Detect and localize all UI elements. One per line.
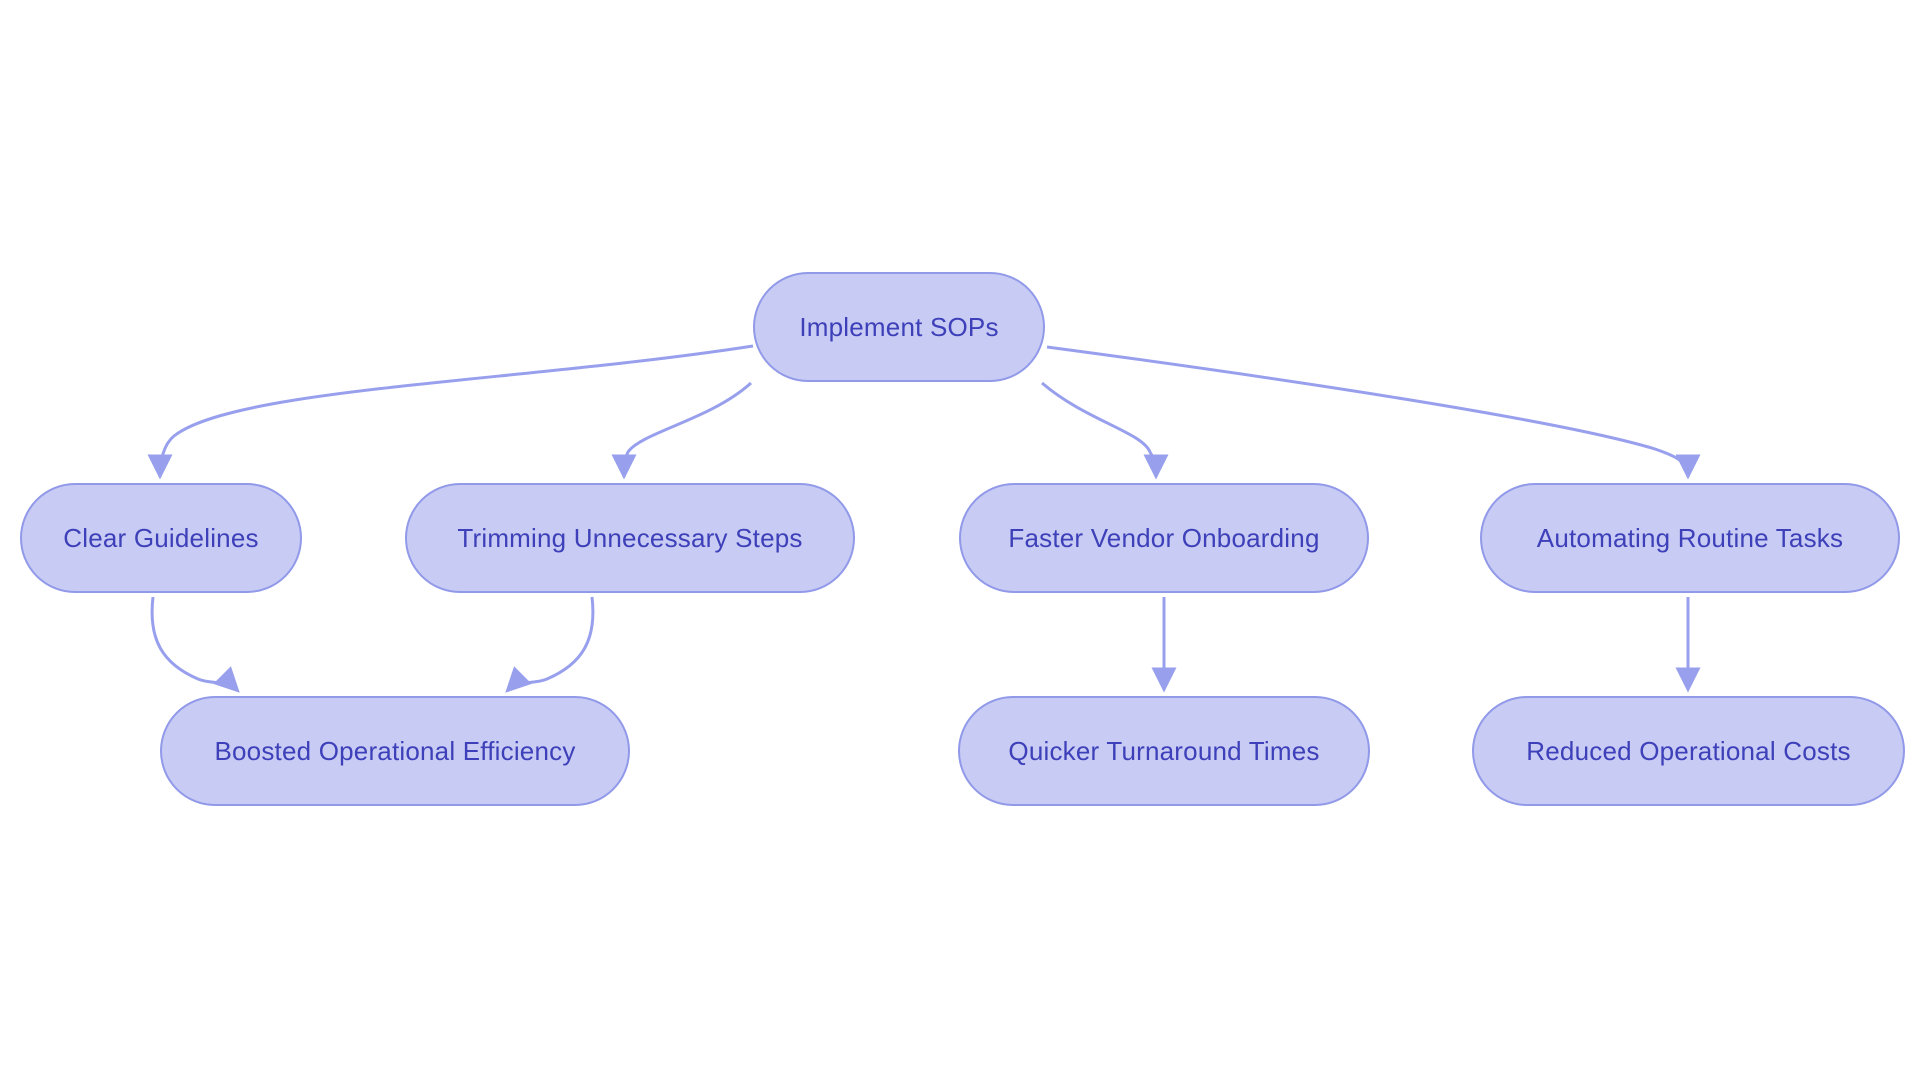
- node-faster-vendor-label: Faster Vendor Onboarding: [1008, 522, 1320, 553]
- node-trimming-steps-label: Trimming Unnecessary Steps: [457, 522, 803, 553]
- edge-implement-sops-to-automating-tasks: [1046, 345, 1701, 480]
- edge-clear-guidelines-to-boosted-efficiency: [150, 596, 240, 693]
- node-clear-guidelines-label: Clear Guidelines: [63, 522, 259, 553]
- node-reduced-costs-label: Reduced Operational Costs: [1526, 735, 1851, 766]
- edge-trimming-steps-to-boosted-efficiency: [505, 596, 595, 693]
- node-faster-vendor[interactable]: Faster Vendor Onboarding: [959, 483, 1369, 593]
- node-boosted-efficiency[interactable]: Boosted Operational Efficiency: [160, 696, 630, 806]
- edge-implement-sops-to-faster-vendor: [1041, 381, 1169, 480]
- node-implement-sops-label: Implement SOPs: [799, 311, 999, 342]
- node-reduced-costs[interactable]: Reduced Operational Costs: [1472, 696, 1905, 806]
- edge-implement-sops-to-trimming-steps: [611, 381, 753, 480]
- node-boosted-efficiency-label: Boosted Operational Efficiency: [214, 735, 576, 766]
- node-implement-sops[interactable]: Implement SOPs: [753, 272, 1045, 382]
- node-automating-tasks[interactable]: Automating Routine Tasks: [1480, 483, 1900, 593]
- node-automating-tasks-label: Automating Routine Tasks: [1536, 522, 1844, 553]
- node-trimming-steps[interactable]: Trimming Unnecessary Steps: [405, 483, 855, 593]
- node-quicker-turnaround-label: Quicker Turnaround Times: [1008, 735, 1320, 766]
- node-quicker-turnaround[interactable]: Quicker Turnaround Times: [958, 696, 1370, 806]
- node-clear-guidelines[interactable]: Clear Guidelines: [20, 483, 302, 593]
- edge-implement-sops-to-clear-guidelines: [147, 344, 754, 480]
